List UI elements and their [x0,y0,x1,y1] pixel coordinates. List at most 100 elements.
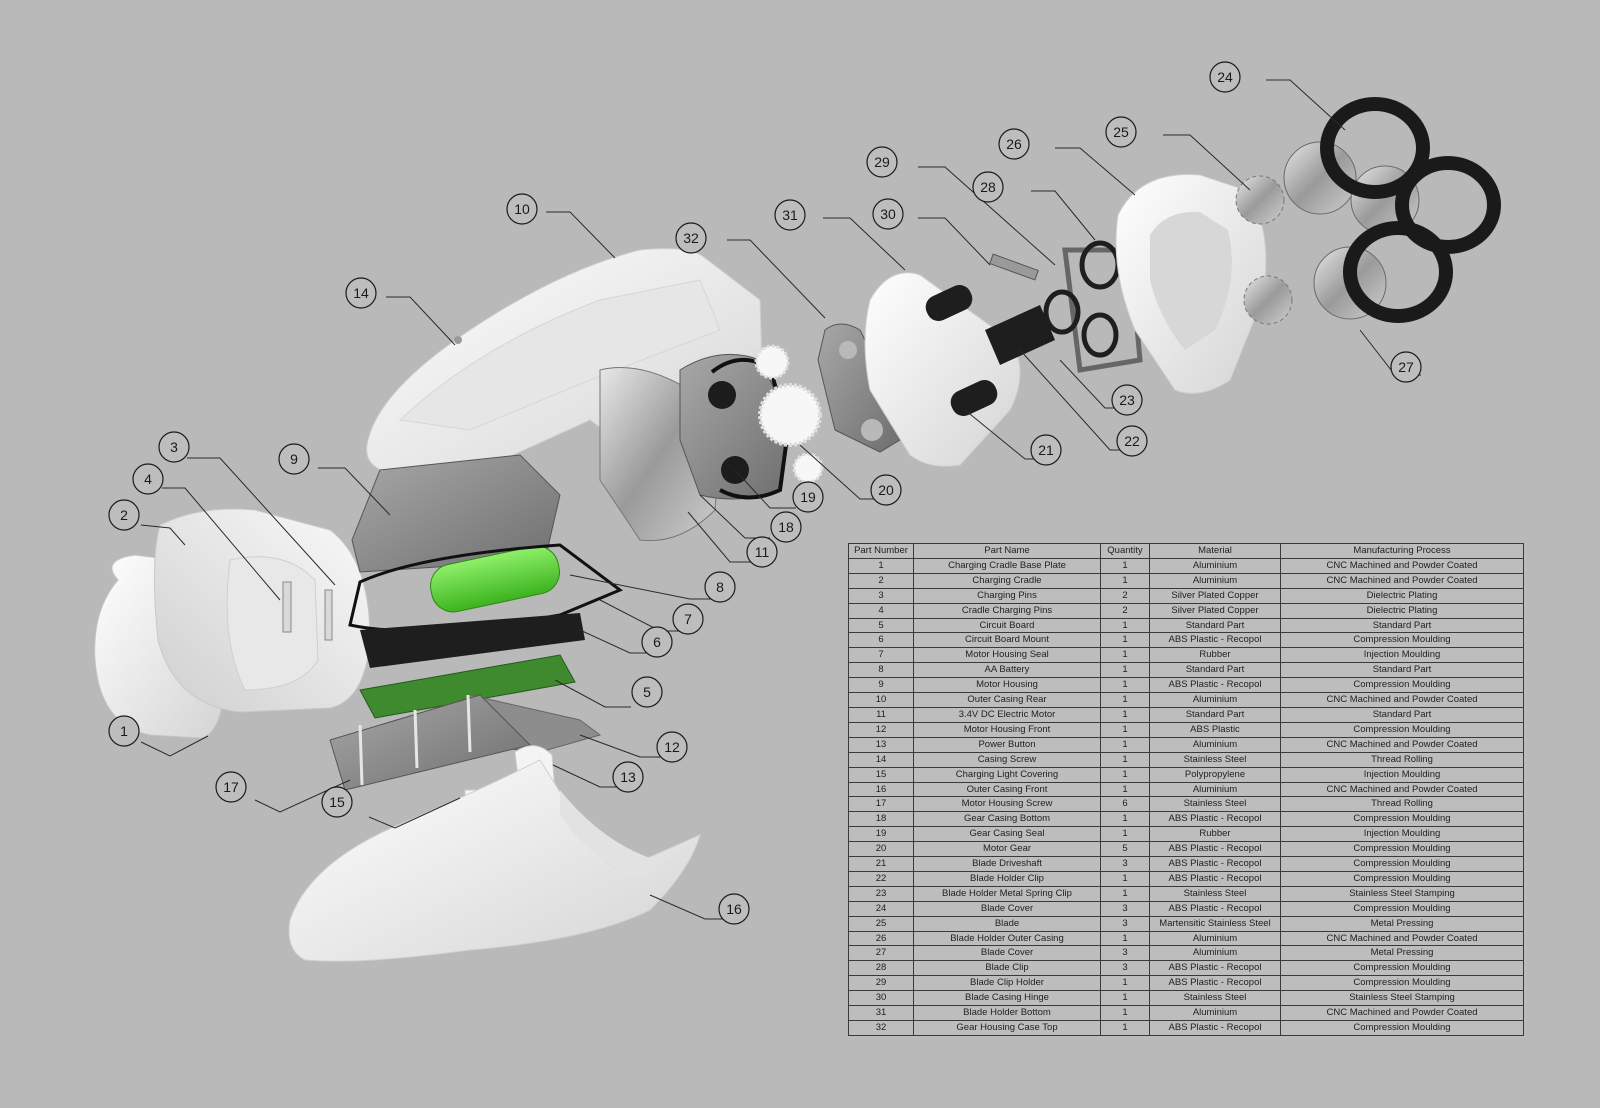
cell-part-number: 14 [848,751,914,768]
cell-manufacturing-process: CNC Machined and Powder Coated [1280,736,1524,753]
cell-quantity: 1 [1100,990,1150,1007]
callout-number: 8 [716,579,724,595]
callout-28: 28 [972,171,1004,203]
cell-part-name: Charging Pins [913,587,1101,604]
cell-quantity: 1 [1100,736,1150,753]
cell-quantity: 1 [1100,975,1150,992]
callout-5: 5 [631,676,663,708]
cell-part-name: Outer Casing Front [913,781,1101,798]
cell-material: Stainless Steel [1149,751,1281,768]
callout-11: 11 [746,536,778,568]
cell-manufacturing-process: Stainless Steel Stamping [1280,990,1524,1007]
callout-3: 3 [158,431,190,463]
cell-manufacturing-process: Standard Part [1280,617,1524,634]
cell-part-number: 10 [848,692,914,708]
cell-material: Aluminium [1149,557,1281,574]
cell-quantity: 3 [1100,945,1150,962]
cell-quantity: 1 [1100,870,1150,887]
part-16-outer-casing-front [288,759,701,962]
callout-circle [631,676,663,708]
callout-13: 13 [612,761,644,793]
cell-part-name: Blade Holder Bottom [913,1005,1101,1021]
cell-manufacturing-process: CNC Machined and Powder Coated [1280,557,1524,574]
cell-material: Standard Part [1149,617,1281,634]
callout-number: 7 [684,611,692,627]
cell-material: Aluminium [1149,692,1281,708]
callout-circle [278,443,310,475]
cell-part-number: 28 [848,960,914,977]
cell-manufacturing-process: Injection Moulding [1280,647,1524,664]
callout-number: 30 [880,206,896,222]
cell-material: Polypropylene [1149,766,1281,783]
callout-circle [108,715,140,747]
callout-6: 6 [641,626,673,658]
cell-part-number: 18 [848,811,914,828]
cell-part-name: Blade [913,915,1101,932]
cell-part-name: Blade Clip Holder [913,975,1101,992]
cell-part-number: 23 [848,885,914,902]
cell-part-number: 26 [848,930,914,947]
callout-circle [321,786,353,818]
part-32-gear-housing-case-top [817,323,901,453]
callout-circle [158,431,190,463]
callout-number: 22 [1124,433,1140,449]
callout-31: 31 [774,199,806,231]
leader-lines [140,79,1421,920]
callout-30: 30 [872,198,904,230]
cell-part-name: 3.4V DC Electric Motor [913,706,1101,723]
callout-circle [675,222,707,254]
cell-quantity: 5 [1100,841,1150,858]
cell-part-name: Charging Cradle [913,572,1101,589]
cell-part-name: Outer Casing Rear [913,692,1101,708]
header-material: Material [1149,543,1281,559]
callout-26: 26 [998,128,1030,160]
cell-part-name: Motor Housing Screw [913,796,1101,813]
cell-material: Stainless Steel [1149,990,1281,1007]
cell-part-number: 5 [848,617,914,634]
cell-part-number: 4 [848,602,914,619]
cell-part-name: Casing Screw [913,751,1101,768]
cell-quantity: 1 [1100,632,1150,649]
callout-number: 28 [980,179,996,195]
callout-circle [770,511,802,543]
cell-part-number: 15 [848,766,914,783]
cell-part-name: Blade Cover [913,945,1101,962]
header-manufacturing-process: Manufacturing Process [1280,543,1524,559]
cell-part-number: 32 [848,1020,914,1036]
cell-material: Martensitic Stainless Steel [1149,915,1281,932]
callout-12: 12 [656,731,688,763]
callout-number: 19 [800,489,816,505]
cell-part-number: 16 [848,781,914,798]
cell-quantity: 1 [1100,572,1150,589]
callout-number: 32 [683,230,699,246]
cell-part-name: Blade Holder Metal Spring Clip [913,885,1101,902]
cell-manufacturing-process: CNC Machined and Powder Coated [1280,692,1524,708]
cell-manufacturing-process: Compression Moulding [1280,677,1524,694]
cell-material: Stainless Steel [1149,885,1281,902]
callout-number: 9 [290,451,298,467]
cell-material: Aluminium [1149,945,1281,962]
callout-number: 16 [726,901,742,917]
cell-manufacturing-process: Standard Part [1280,662,1524,679]
cell-material: ABS Plastic - Recopol [1149,632,1281,649]
cell-part-name: Blade Casing Hinge [913,990,1101,1007]
cell-quantity: 1 [1100,617,1150,634]
callout-circle [132,463,164,495]
cell-quantity: 1 [1100,781,1150,798]
cell-quantity: 2 [1100,587,1150,604]
